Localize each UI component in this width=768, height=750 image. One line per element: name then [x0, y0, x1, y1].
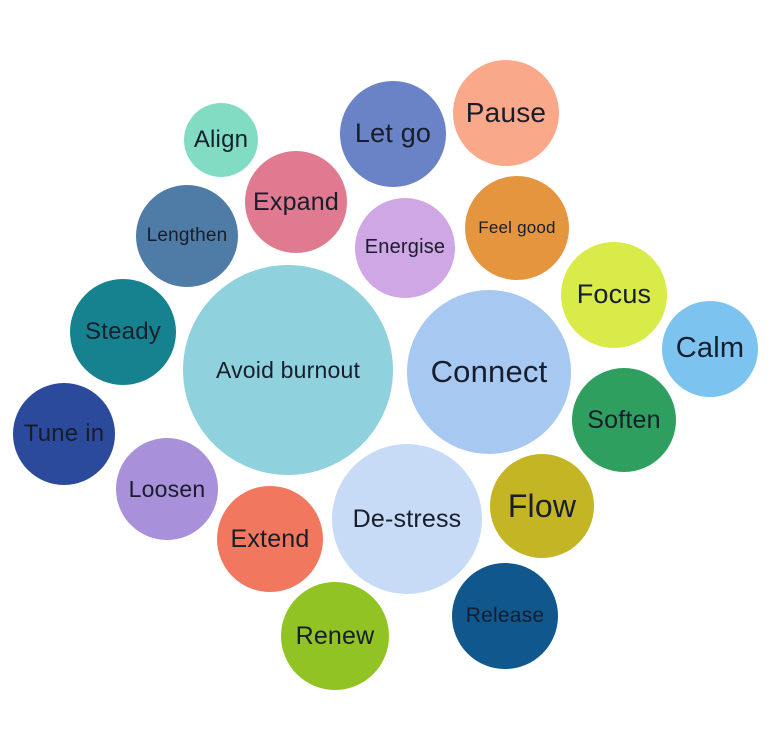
- bubble-label-de-stress: De-stress: [352, 504, 462, 533]
- bubble-label-feel-good: Feel good: [478, 217, 556, 237]
- bubble-label-steady: Steady: [85, 318, 161, 346]
- bubble-label-avoid-burnout: Avoid burnout: [215, 356, 361, 383]
- bubble-energise: Energise: [355, 198, 455, 298]
- bubble-calm: Calm: [662, 301, 758, 397]
- bubble-label-tune-in: Tune in: [23, 420, 105, 448]
- bubble-label-energise: Energise: [364, 236, 446, 259]
- bubble-tune-in: Tune in: [13, 383, 115, 485]
- bubble-label-renew: Renew: [295, 621, 375, 650]
- bubble-flow: Flow: [490, 454, 594, 558]
- bubble-label-flow: Flow: [507, 487, 577, 524]
- bubble-release: Release: [452, 563, 558, 669]
- bubble-label-loosen: Loosen: [128, 475, 206, 502]
- bubble-label-expand: Expand: [253, 187, 339, 216]
- bubble-feel-good: Feel good: [465, 176, 569, 280]
- bubble-pause: Pause: [453, 60, 559, 166]
- bubble-label-align: Align: [193, 126, 249, 154]
- bubble-soften: Soften: [572, 368, 676, 472]
- bubble-label-release: Release: [465, 603, 545, 627]
- bubble-label-calm: Calm: [675, 332, 745, 365]
- bubble-focus: Focus: [561, 242, 667, 348]
- bubble-label-soften: Soften: [587, 405, 661, 434]
- bubble-de-stress: De-stress: [332, 444, 482, 594]
- bubble-label-connect: Connect: [430, 354, 548, 390]
- bubble-connect: Connect: [407, 290, 571, 454]
- bubble-let-go: Let go: [340, 81, 446, 187]
- bubble-steady: Steady: [70, 279, 176, 385]
- bubble-lengthen: Lengthen: [136, 185, 238, 287]
- bubble-label-pause: Pause: [465, 96, 547, 128]
- bubble-label-focus: Focus: [576, 279, 652, 310]
- bubble-expand: Expand: [245, 151, 347, 253]
- bubble-loosen: Loosen: [116, 438, 218, 540]
- bubble-label-let-go: Let go: [354, 118, 432, 149]
- bubble-avoid-burnout: Avoid burnout: [183, 265, 393, 475]
- bubble-extend: Extend: [217, 486, 323, 592]
- bubble-renew: Renew: [281, 582, 389, 690]
- bubble-label-lengthen: Lengthen: [146, 224, 228, 246]
- bubble-align: Align: [184, 103, 258, 177]
- bubble-label-extend: Extend: [230, 524, 310, 553]
